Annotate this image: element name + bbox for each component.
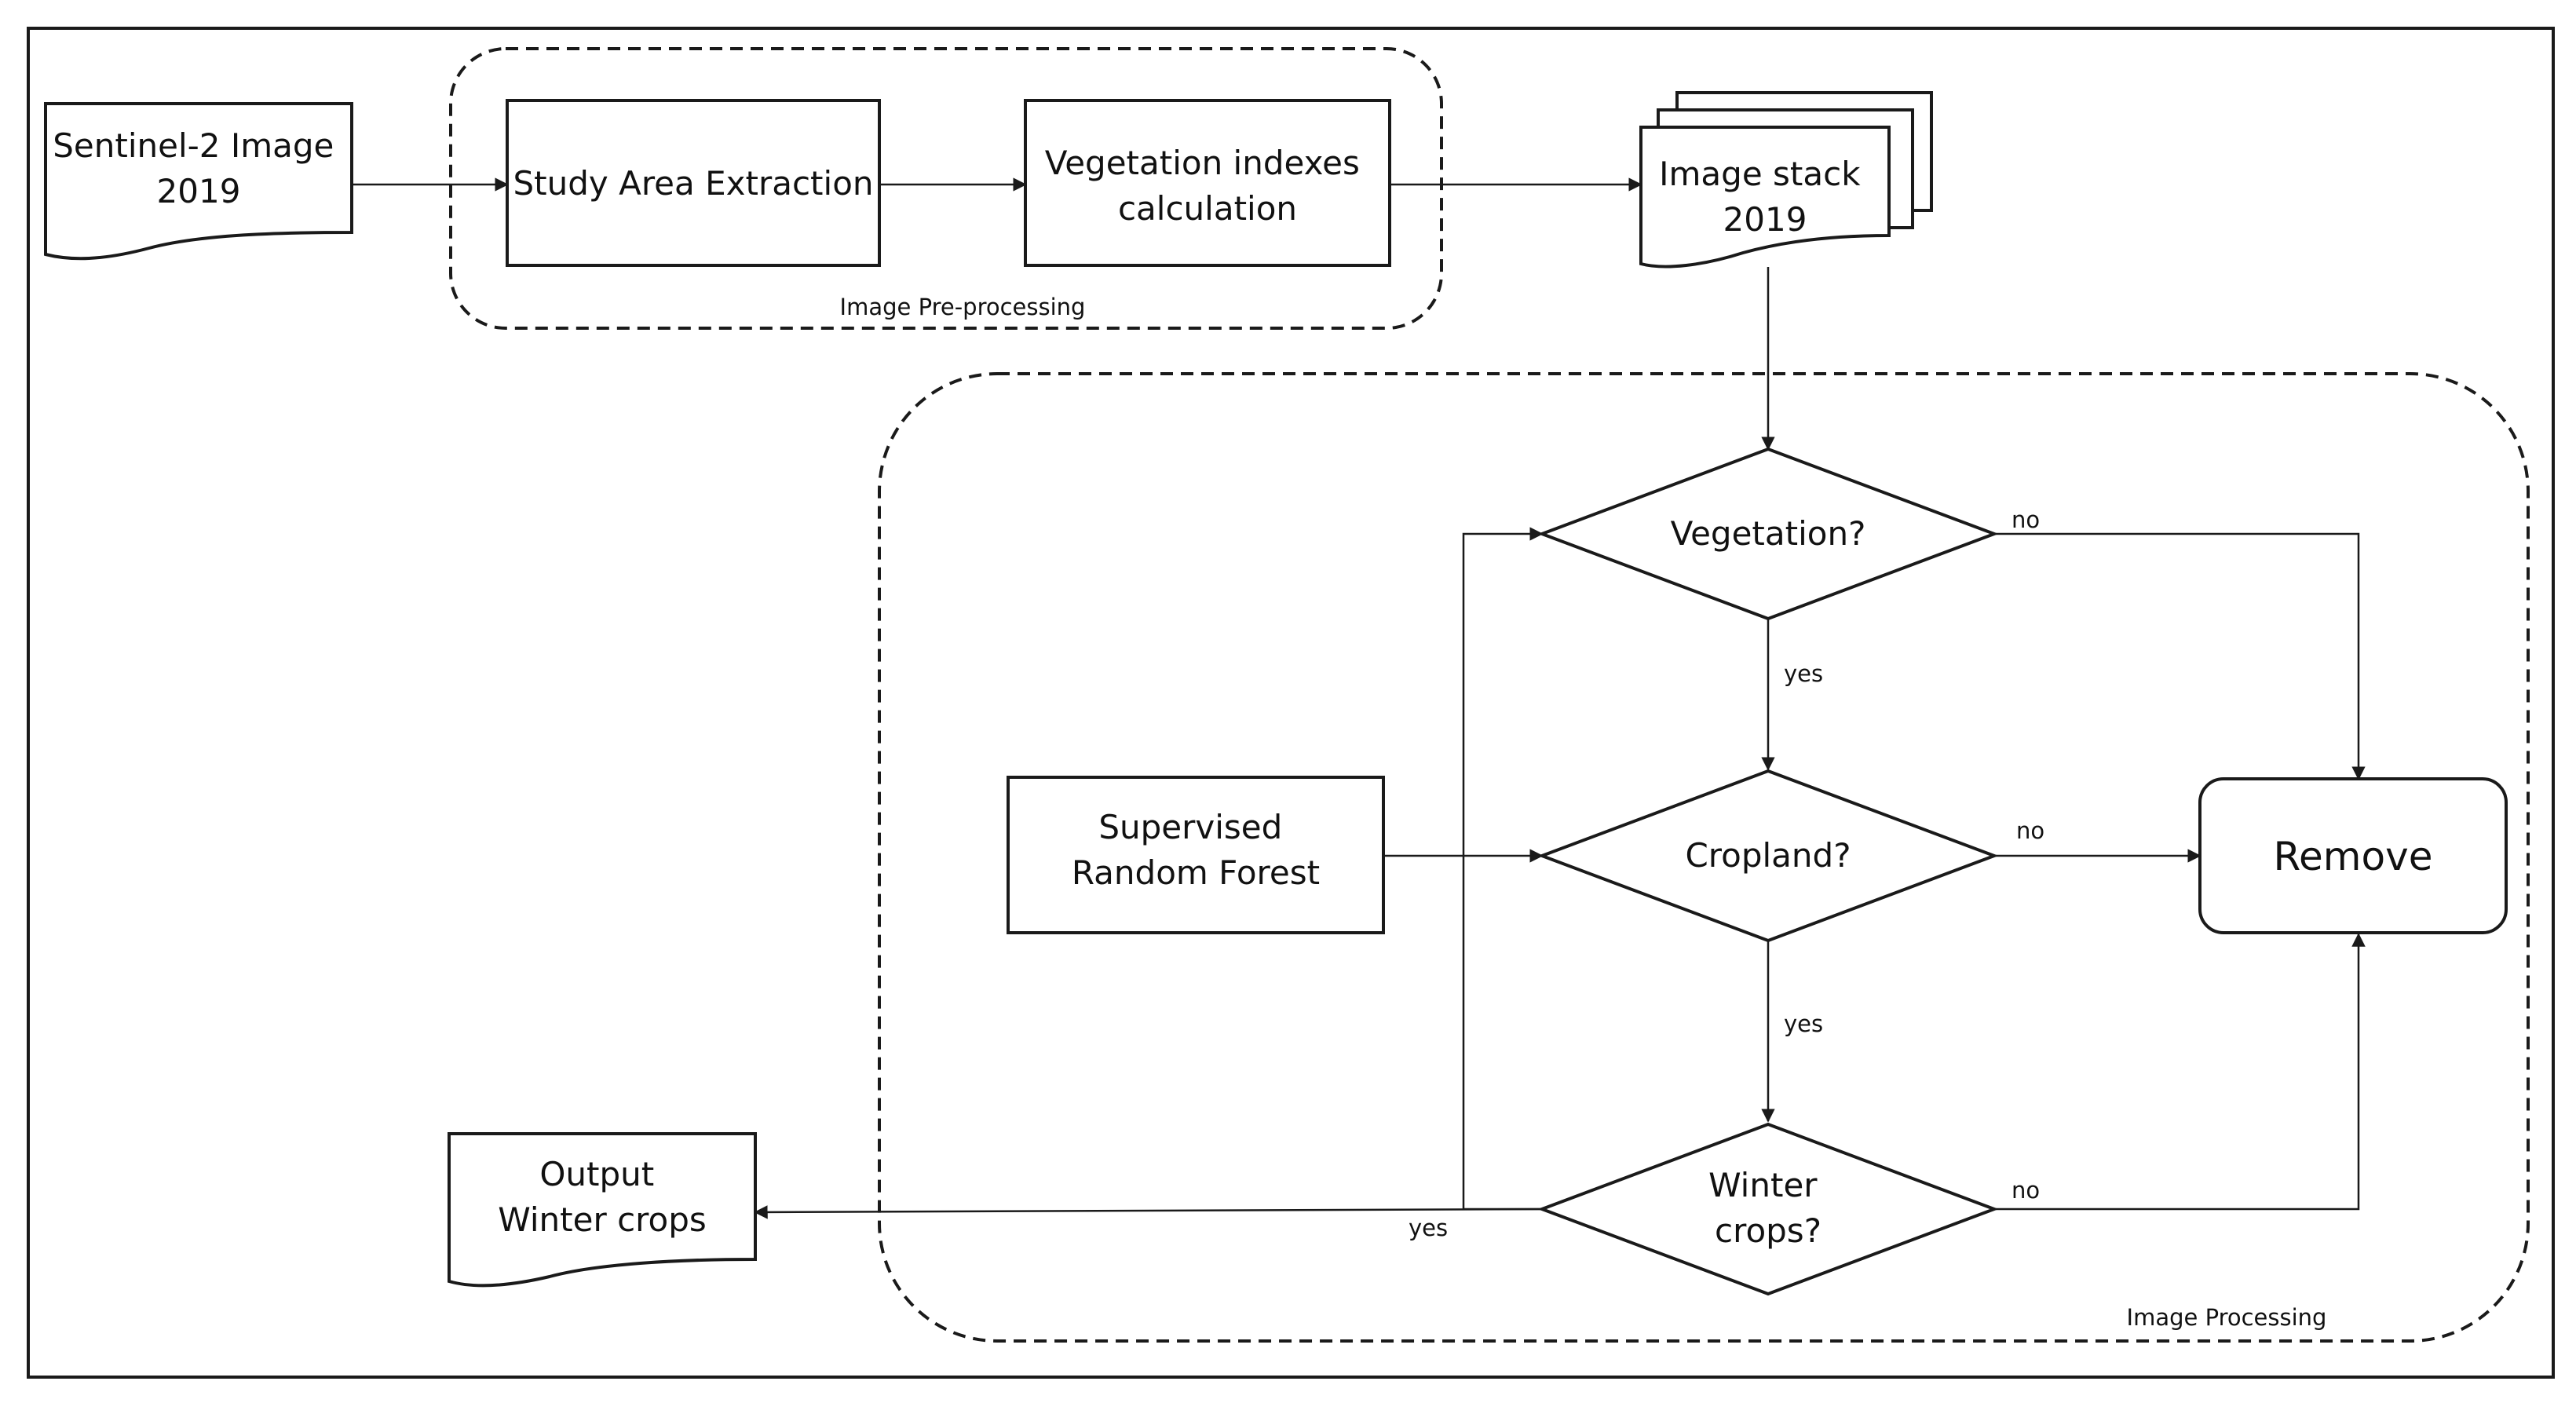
image-stack-label-line-2: 2019 <box>1723 200 1807 239</box>
edge-label-vegetation-yes: yes <box>1784 660 1823 687</box>
winter-crops-decision-label: Winter crops? <box>1708 1166 1828 1250</box>
image-stack-node: Image stack 2019 <box>1639 91 1933 269</box>
image-stack-label-line-1: Image stack <box>1659 155 1861 193</box>
preprocessing-group-label: Image Pre-processing <box>840 294 1086 320</box>
processing-group: Image Processing <box>878 372 2530 1343</box>
image-stack-label: Image stack 2019 <box>1659 155 1871 239</box>
edge-feedback-to-vegetation <box>1462 527 1544 1211</box>
vegetation-indexes-label: Vegetation indexes calculation <box>1045 144 1371 228</box>
sentinel-document-shape <box>44 102 353 261</box>
vegetation-decision-diamond <box>1537 447 1999 621</box>
edge-label-winter-yes: yes <box>1409 1215 1448 1241</box>
random-forest-label-line-2: Random Forest <box>1072 853 1320 892</box>
random-forest-box <box>1007 776 1385 934</box>
output-label-line-2: Winter crops <box>498 1200 707 1239</box>
outer-frame <box>27 27 2555 1379</box>
edge-labels: no yes no yes no yes <box>1409 506 2044 1241</box>
cropland-decision-node: Cropland? <box>1537 769 1999 943</box>
output-label-line-1: Output <box>539 1155 654 1193</box>
sentinel-label-line-1: Sentinel-2 Image <box>53 126 334 165</box>
remove-label: Remove <box>2274 834 2433 879</box>
random-forest-label: Supervised Random Forest <box>1072 808 1320 892</box>
processing-group-border <box>878 372 2530 1343</box>
study-area-box <box>506 99 881 267</box>
remove-node: Remove <box>2198 777 2508 934</box>
preprocessing-group: Image Pre-processing <box>449 47 1443 330</box>
edge-winter-yes-to-output <box>754 1205 1543 1219</box>
winter-crops-label-line-1: Winter <box>1708 1166 1818 1204</box>
edge-label-cropland-no: no <box>2016 817 2044 844</box>
vegetation-indexes-label-line-2: calculation <box>1118 189 1297 228</box>
image-stack-front-sheet <box>1639 126 1891 269</box>
study-area-node: Study Area Extraction <box>506 99 881 267</box>
edge-label-cropland-yes: yes <box>1784 1010 1823 1037</box>
remove-box <box>2198 777 2508 934</box>
edge-label-vegetation-no: no <box>2011 506 2040 533</box>
edge-label-winter-no: no <box>2011 1177 2040 1204</box>
vegetation-indexes-label-line-1: Vegetation indexes <box>1045 144 1360 182</box>
sentinel-label-line-2: 2019 <box>157 172 241 210</box>
connectors <box>352 177 2366 1219</box>
vegetation-indexes-node: Vegetation indexes calculation <box>1024 99 1391 267</box>
output-document-shape <box>448 1132 757 1288</box>
processing-group-label: Image Processing <box>2127 1304 2327 1331</box>
output-node: Output Winter crops <box>448 1132 757 1288</box>
study-area-label: Study Area Extraction <box>513 164 873 203</box>
sentinel-image-node: Sentinel-2 Image 2019 <box>44 102 353 261</box>
winter-crops-label-line-2: crops? <box>1715 1211 1821 1250</box>
edge-vegetation-no <box>1994 532 2366 780</box>
vegetation-decision-node: Vegetation? <box>1537 447 1999 621</box>
winter-crops-decision-node: Winter crops? <box>1537 1122 1999 1296</box>
vegetation-indexes-box <box>1024 99 1391 267</box>
winter-crops-decision-diamond <box>1537 1122 1999 1296</box>
output-label: Output Winter crops <box>498 1155 707 1239</box>
cropland-decision-label: Cropland? <box>1685 836 1851 875</box>
preprocessing-group-border <box>449 47 1443 330</box>
random-forest-label-line-1: Supervised <box>1098 808 1282 846</box>
random-forest-node: Supervised Random Forest <box>1007 776 1385 934</box>
sentinel-label: Sentinel-2 Image 2019 <box>53 126 345 210</box>
cropland-decision-diamond <box>1537 769 1999 943</box>
edge-winter-no <box>1994 933 2366 1211</box>
vegetation-decision-label: Vegetation? <box>1671 514 1866 553</box>
